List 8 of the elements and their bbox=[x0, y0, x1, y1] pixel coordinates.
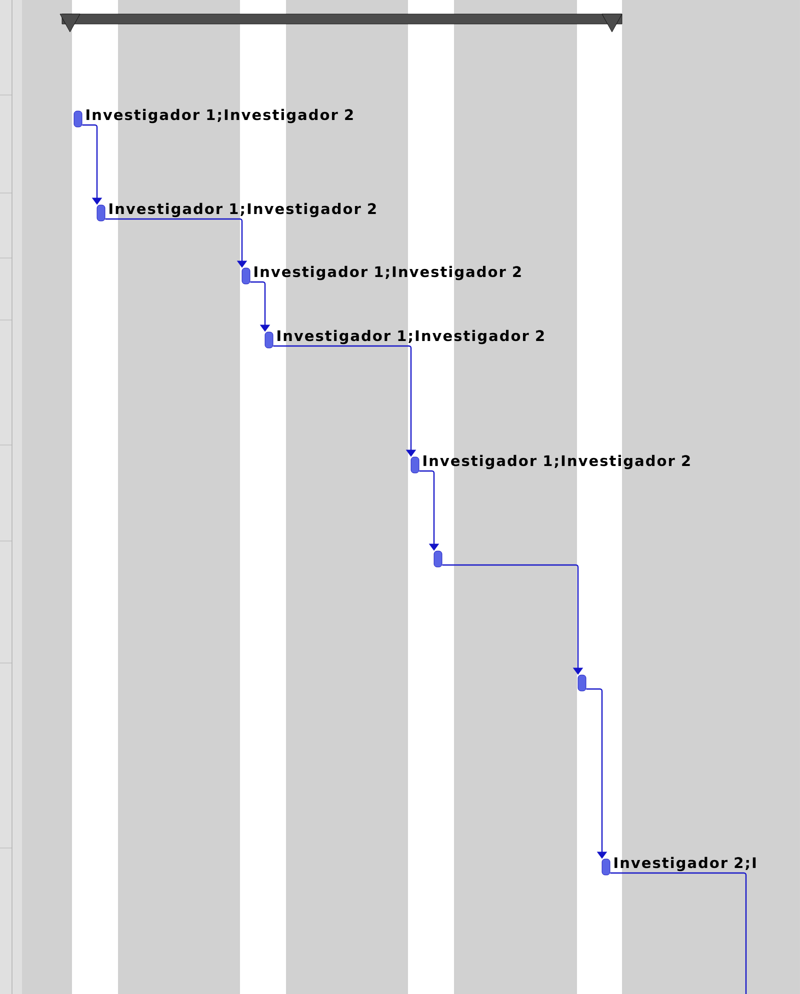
resource-label: Investigador 1;Investigador 2 bbox=[110, 202, 376, 218]
resource-label: Investigador 1;Investigador 2 bbox=[424, 454, 690, 470]
resource-label: Investigador 2;I bbox=[614, 856, 756, 872]
resource-label: Investigador 1;Investigador 2 bbox=[86, 108, 353, 124]
task-bar bbox=[434, 550, 442, 568]
resource-label: Investigador 1;Investigador 2 bbox=[278, 330, 544, 344]
task-bar bbox=[578, 674, 586, 692]
resource-label: Investigador 1;Investigador 2 bbox=[254, 266, 521, 280]
